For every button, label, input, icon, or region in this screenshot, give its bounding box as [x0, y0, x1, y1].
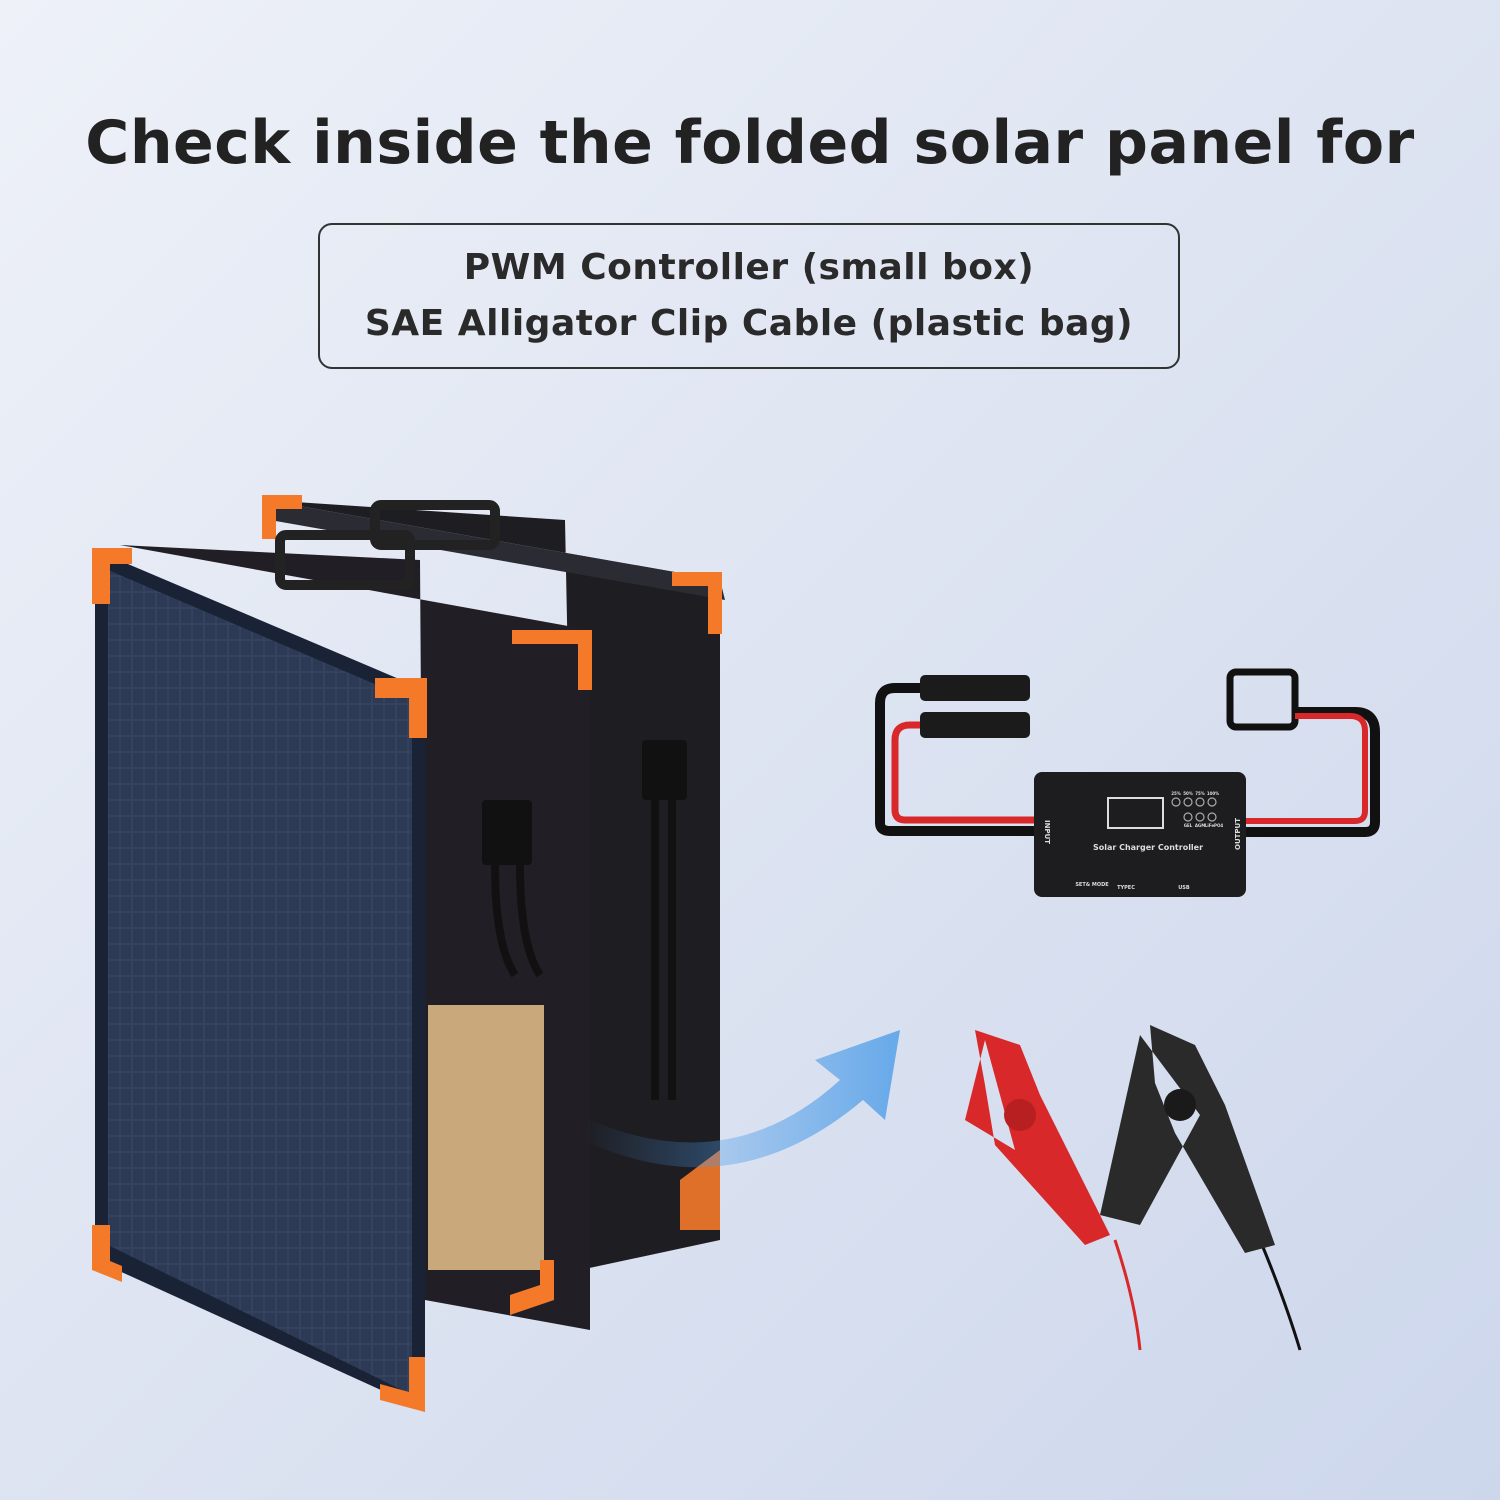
solar-panel-middle: [120, 530, 592, 1330]
port-label: TYPEC: [1117, 885, 1135, 891]
port-label: USB: [1178, 885, 1190, 891]
controller-box-package: [428, 1005, 544, 1270]
contents-item: PWM Controller (small box): [463, 247, 1035, 288]
arrow-icon: [583, 1030, 900, 1168]
level-label: 25%: [1171, 791, 1181, 796]
alligator-clip-cable: [965, 1025, 1302, 1351]
level-label: 75%: [1195, 791, 1205, 796]
page-title: Check inside the folded solar panel for: [85, 108, 1415, 178]
battery-label: GEL: [1184, 823, 1193, 828]
solar-panel-back: [262, 495, 725, 1270]
battery-label: AGM: [1195, 823, 1205, 828]
level-label: 100%: [1207, 791, 1219, 796]
contents-box: PWM Controller (small box) SAE Alligator…: [318, 223, 1180, 369]
output-label: OUTPUT: [1234, 818, 1242, 850]
red-clip: [965, 1030, 1110, 1245]
pwm-controller: 25% 50% 75% 100% GEL AGM LiFePO4 Solar C…: [875, 668, 1380, 897]
battery-label: LiFePO4: [1205, 823, 1224, 828]
controller-name: Solar Charger Controller: [1093, 843, 1203, 852]
input-label: INPUT: [1043, 820, 1051, 844]
contents-item: SAE Alligator Clip Cable (plastic bag): [364, 303, 1134, 344]
level-label: 50%: [1183, 791, 1193, 796]
port-label: SET& MODE: [1075, 882, 1109, 888]
solar-panel-front: [92, 548, 427, 1412]
black-clip: [1100, 1025, 1275, 1253]
